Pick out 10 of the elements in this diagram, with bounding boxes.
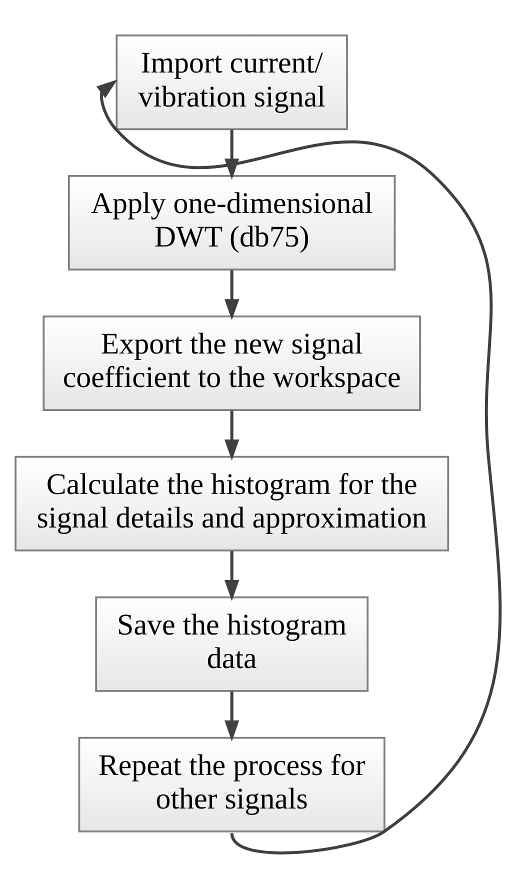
arrow bbox=[224, 270, 240, 320]
node-box: Save the histogram data bbox=[95, 596, 369, 692]
node-box: Apply one-dimensional DWT (db75) bbox=[68, 175, 396, 271]
arrow bbox=[224, 692, 240, 742]
node-box: Export the new signal coefficient to the workspace bbox=[42, 315, 421, 411]
arrow bbox=[224, 551, 240, 601]
node-box: Import current/ vibration signal bbox=[116, 34, 348, 130]
node-box: Repeat the process for other signals bbox=[78, 736, 386, 832]
node-box: Calculate the histogram for the signal details and approximation bbox=[14, 456, 450, 552]
arrow bbox=[224, 410, 240, 461]
